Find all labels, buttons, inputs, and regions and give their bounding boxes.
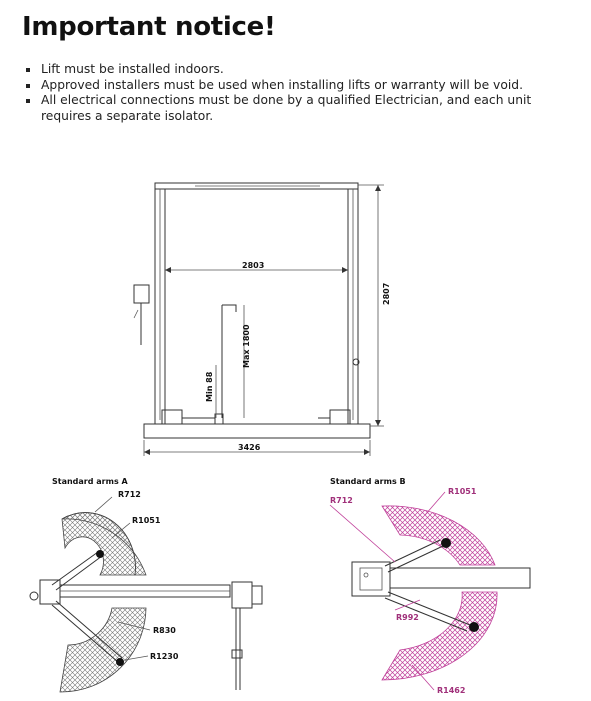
control-box-icon (133, 284, 150, 304)
arms-a-r712: R712 (118, 490, 141, 499)
notice-item-installers: Approved installers must be used when in… (24, 78, 579, 94)
dim-min-height: Min 88 (205, 371, 214, 402)
dim-base-width: 3426 (238, 443, 261, 452)
notice-item-indoors: Lift must be installed indoors. (24, 62, 579, 78)
arms-b-r1051: R1051 (448, 487, 477, 496)
dim-inner-width: 2803 (242, 261, 264, 270)
arms-b-plan: Standard arms B R712 R1051 R992 R1462 (329, 477, 531, 695)
arms-b-r1462: R1462 (437, 686, 465, 695)
arms-a-r1051: R1051 (132, 516, 161, 525)
arms-a-r830: R830 (153, 626, 176, 635)
arm-pad-icon (441, 538, 451, 548)
arm-pad-icon (96, 550, 104, 558)
lift-elevation: 2803 2807 Max 1800 Min 88 3426 (133, 182, 391, 456)
notice-list: Lift must be installed indoors. Approved… (24, 62, 579, 124)
arms-a-r1230: R1230 (150, 652, 179, 661)
arms-b-r992: R992 (396, 613, 419, 622)
page-title: Important notice! (22, 12, 276, 42)
arms-b-r712: R712 (330, 496, 353, 505)
arm-pad-icon (469, 622, 479, 632)
arm-pad-icon (116, 658, 124, 666)
notice-item-electrical: All electrical connections must be done … (24, 93, 579, 124)
arms-b-title: Standard arms B (330, 477, 406, 486)
arms-a-title: Standard arms A (52, 477, 128, 486)
dim-max-height: Max 1800 (242, 324, 251, 368)
dim-height: 2807 (382, 283, 391, 305)
arms-a-plan: Standard arms A R712 R1051 R830 R1230 (29, 477, 263, 693)
